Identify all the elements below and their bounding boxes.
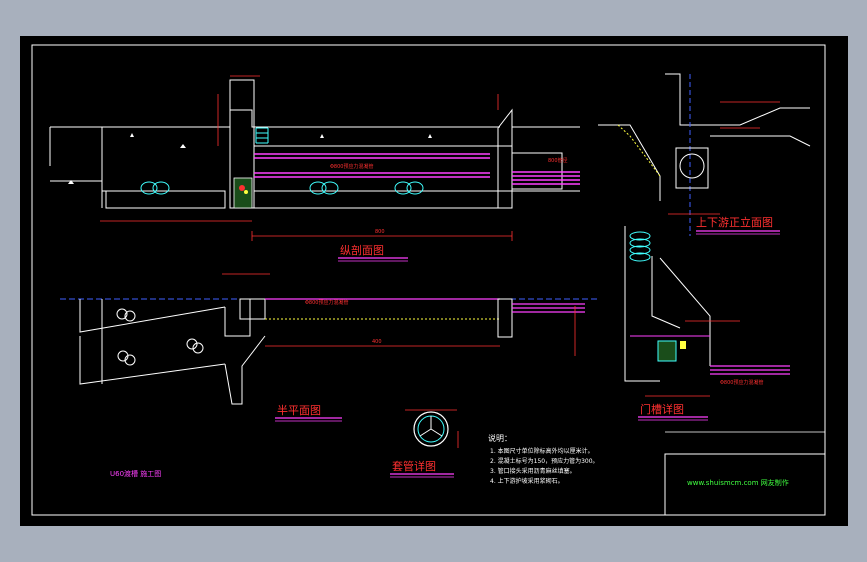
gate-slot-detail-view: Φ800预应力混凝管 门槽详图 <box>624 226 790 421</box>
pipe-detail-view: 套管详图 <box>390 409 459 478</box>
drawing-border <box>31 44 826 516</box>
gate-slot-title: 门槽详图 <box>640 402 684 416</box>
longitudinal-section-view: Φ800预应力混凝管 800管径 800 <box>49 75 580 262</box>
cad-drawing: Φ800预应力混凝管 800管径 800 <box>31 44 826 516</box>
title-block-text: www.shuismcm.com 网友制作 <box>687 478 789 487</box>
dim-plan: 400 <box>372 339 382 345</box>
note-line-4: 4. 上下游护坡采用浆砌石。 <box>490 477 564 485</box>
drawing-sheet: Φ800预应力混凝管 800管径 800 <box>20 36 848 526</box>
half-plan-view: Φ800预应力混凝管 400 半平面图 <box>60 273 600 422</box>
pipe-end-label: 800管径 <box>548 157 568 164</box>
pipe-label-top: Φ800预应力混凝管 <box>330 163 373 170</box>
pipe-detail-title: 套管详图 <box>392 459 436 473</box>
note-line-1: 1. 本图尺寸单位除标高外均以厘米计。 <box>490 447 594 455</box>
note-line-3: 3. 管口接头采用沥青麻丝填塞。 <box>490 467 576 475</box>
notes-block: 说明： 1. 本图尺寸单位除标高外均以厘米计。 2. 混凝土标号为150，预应力… <box>488 433 599 485</box>
pipe-label-plan: Φ800预应力混凝管 <box>305 299 348 306</box>
half-plan-title: 半平面图 <box>277 403 321 417</box>
title-block: www.shuismcm.com 网友制作 <box>664 431 826 515</box>
note-line-2: 2. 混凝土标号为150，预应力管为300。 <box>490 457 599 465</box>
elevation-view: 上下游正立面图 <box>598 73 811 236</box>
pipe-label-gate: Φ800预应力混凝管 <box>720 379 763 386</box>
dim-main: 800 <box>375 229 385 235</box>
drawing-left-title: U60渡槽 施工图 <box>110 469 161 478</box>
longitudinal-section-title: 纵剖面图 <box>340 243 384 257</box>
notes-heading: 说明： <box>488 433 512 443</box>
elevation-title: 上下游正立面图 <box>696 215 773 229</box>
